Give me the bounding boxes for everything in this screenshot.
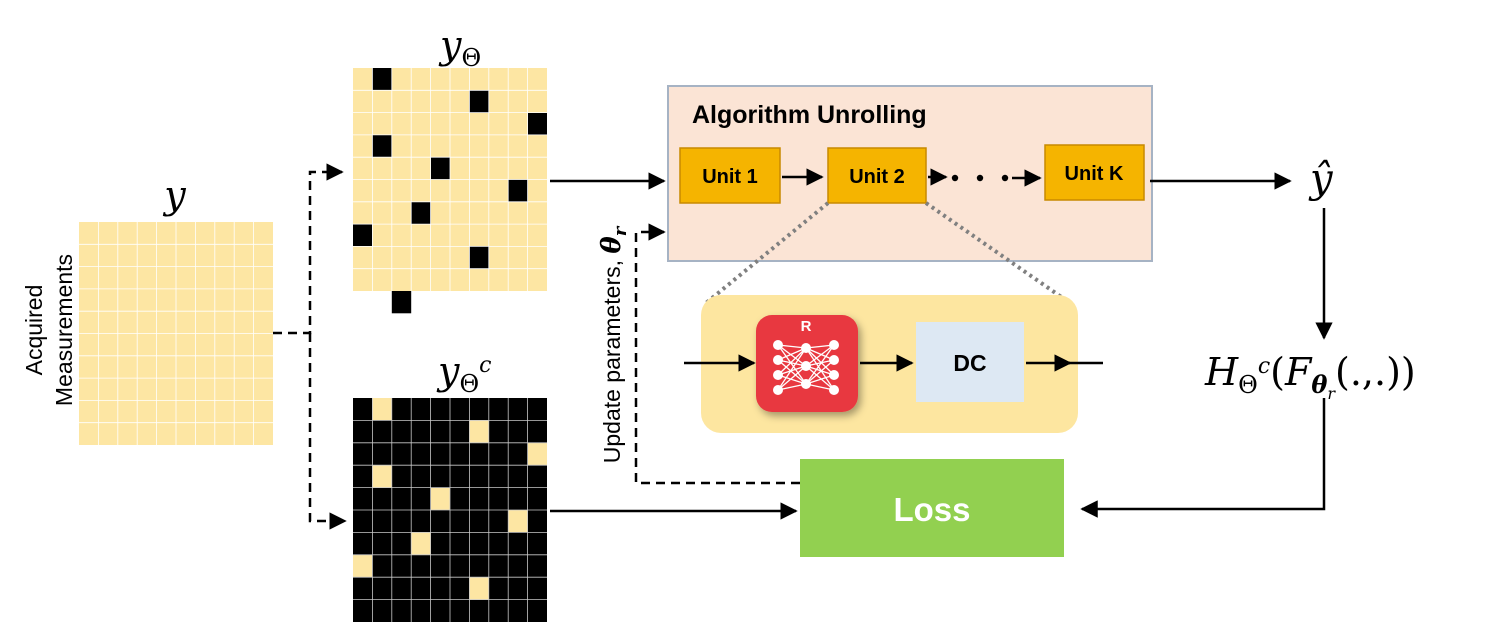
loss-box — [800, 459, 1064, 557]
nn-node — [773, 340, 783, 350]
regularizer-network-icon: R — [756, 315, 858, 412]
dc-label: DC — [953, 350, 986, 376]
sample-cell — [527, 442, 547, 466]
algorithm-unrolling-title: Algorithm Unrolling — [692, 101, 927, 129]
sample-cell — [353, 224, 373, 247]
sample-cell — [372, 465, 392, 488]
y-hat-label: ŷ — [1308, 156, 1334, 202]
sample-cell — [469, 420, 489, 443]
nn-edge — [805, 344, 835, 385]
sample-cell — [430, 487, 450, 510]
nn-node — [829, 355, 839, 365]
unit-k-box — [1044, 144, 1145, 201]
loss-label: Loss — [893, 491, 970, 528]
nn-edge — [805, 347, 835, 376]
sample-cell — [527, 112, 547, 135]
sample-cell — [372, 398, 392, 421]
sample-cell — [469, 246, 489, 269]
nn-node — [773, 370, 783, 380]
acquired-label: Acquired — [21, 285, 47, 376]
sample-cell — [391, 291, 412, 314]
sample-cell — [411, 201, 431, 225]
nn-node — [773, 385, 783, 395]
nn-node — [801, 343, 811, 353]
h-formula: HΘc(Fθr(.,.)) — [1204, 350, 1416, 403]
sample-cell — [353, 554, 373, 578]
unit-2-label: Unit 2 — [849, 166, 905, 188]
split-connector — [273, 163, 347, 530]
dc-box — [916, 322, 1024, 402]
sample-cell — [508, 179, 528, 202]
sample-cell — [372, 68, 392, 91]
r-letter: R — [801, 318, 812, 335]
acquired-measurements-grid — [79, 222, 273, 445]
nn-edge — [805, 347, 835, 361]
sample-cell — [508, 510, 528, 533]
nn-edge — [777, 347, 807, 376]
y-theta-c-grid — [353, 398, 547, 622]
y-theta-grid — [353, 68, 547, 314]
nn-edge — [777, 344, 807, 367]
nn-edge — [777, 365, 807, 391]
y-label: y — [162, 173, 186, 217]
h-to-loss-arrow — [1080, 398, 1326, 518]
nn-edge — [777, 359, 807, 385]
nn-node — [801, 361, 811, 371]
update-parameters-arrow — [634, 223, 800, 485]
sample-cell — [411, 532, 431, 555]
nn-edge — [777, 347, 807, 391]
ellipsis-dots — [951, 174, 1009, 182]
nn-edge — [777, 344, 807, 385]
nn-node — [801, 379, 811, 389]
nn-edge — [805, 347, 835, 391]
sample-cell — [469, 577, 489, 600]
unit-1-label: Unit 1 — [702, 166, 758, 188]
y-theta-label: yΘ — [438, 23, 481, 72]
unit-2-box — [827, 147, 927, 204]
zoom-lines — [704, 201, 1072, 305]
update-parameters-label: Update parameters, θr — [597, 225, 631, 463]
sample-cell — [469, 90, 489, 113]
sample-cell — [430, 157, 450, 180]
nn-edge — [805, 365, 835, 391]
nn-edge — [805, 359, 835, 385]
y-theta-c-label: yΘc — [436, 349, 491, 398]
sample-cell — [372, 134, 392, 158]
measurements-label: Measurements — [51, 254, 77, 406]
nn-edge — [805, 344, 835, 367]
nn-edge — [777, 347, 807, 361]
nn-node — [829, 385, 839, 395]
nn-node — [773, 355, 783, 365]
nn-node — [829, 370, 839, 380]
nn-node — [829, 340, 839, 350]
unit-k-label: Unit K — [1065, 163, 1124, 185]
unit-1-box — [679, 147, 781, 204]
